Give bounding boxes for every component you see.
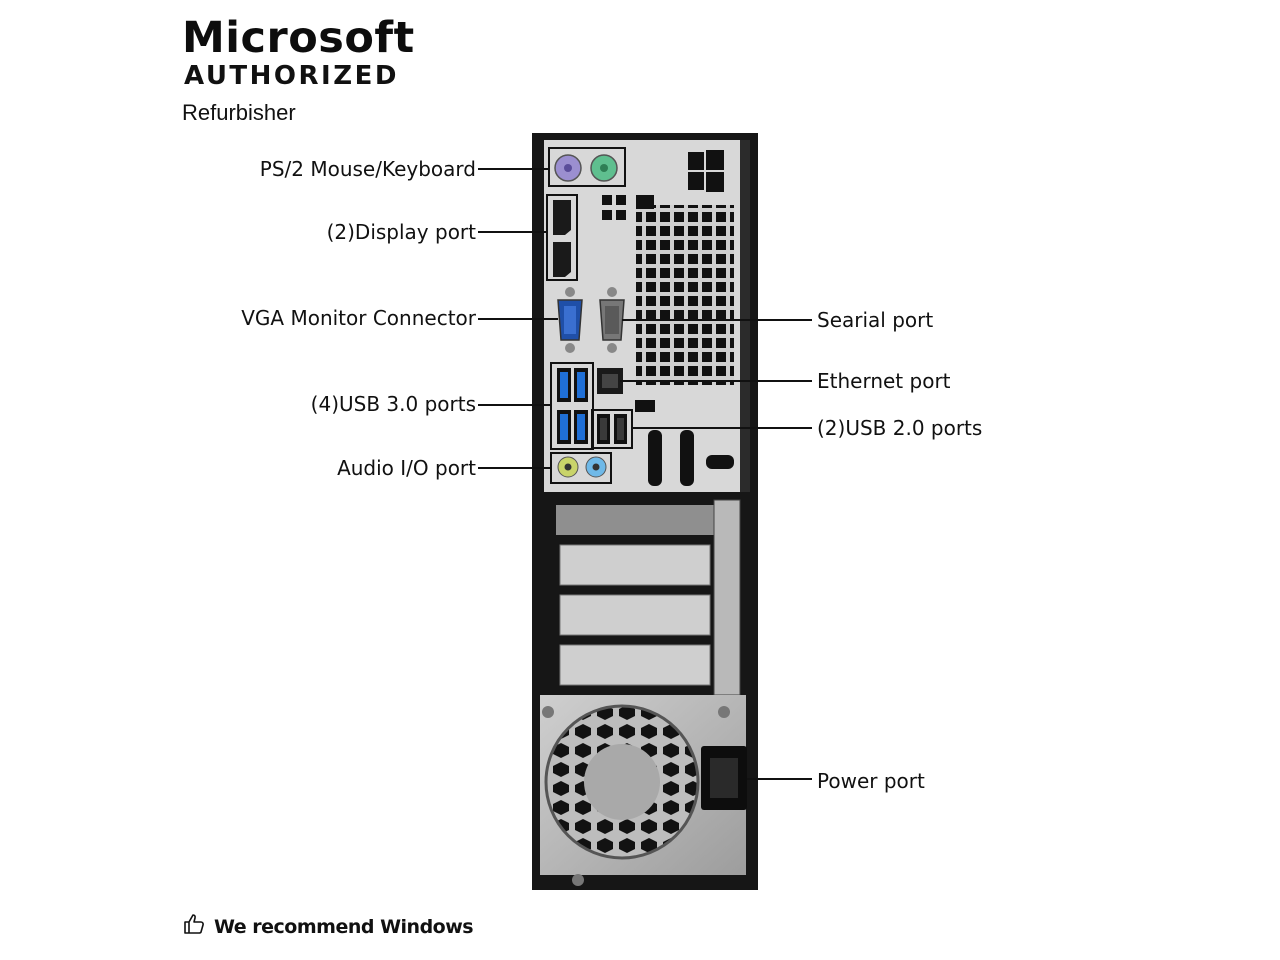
label-display-port: (2)Display port <box>327 220 476 244</box>
thumbs-up-icon <box>182 912 206 941</box>
label-audio: Audio I/O port <box>337 456 476 480</box>
power-supply <box>540 695 747 886</box>
label-serial: Searial port <box>817 308 933 332</box>
vent-grid <box>636 205 734 385</box>
label-vga: VGA Monitor Connector <box>241 306 476 330</box>
footer-recommend: We recommend Windows <box>182 912 473 941</box>
label-usb2: (2)USB 2.0 ports <box>817 416 982 440</box>
label-ethernet: Ethernet port <box>817 369 951 393</box>
ethernet-port <box>597 368 623 394</box>
label-usb3: (4)USB 3.0 ports <box>311 392 476 416</box>
label-power: Power port <box>817 769 925 793</box>
footer-text: We recommend Windows <box>214 916 473 938</box>
label-ps2: PS/2 Mouse/Keyboard <box>260 157 476 181</box>
